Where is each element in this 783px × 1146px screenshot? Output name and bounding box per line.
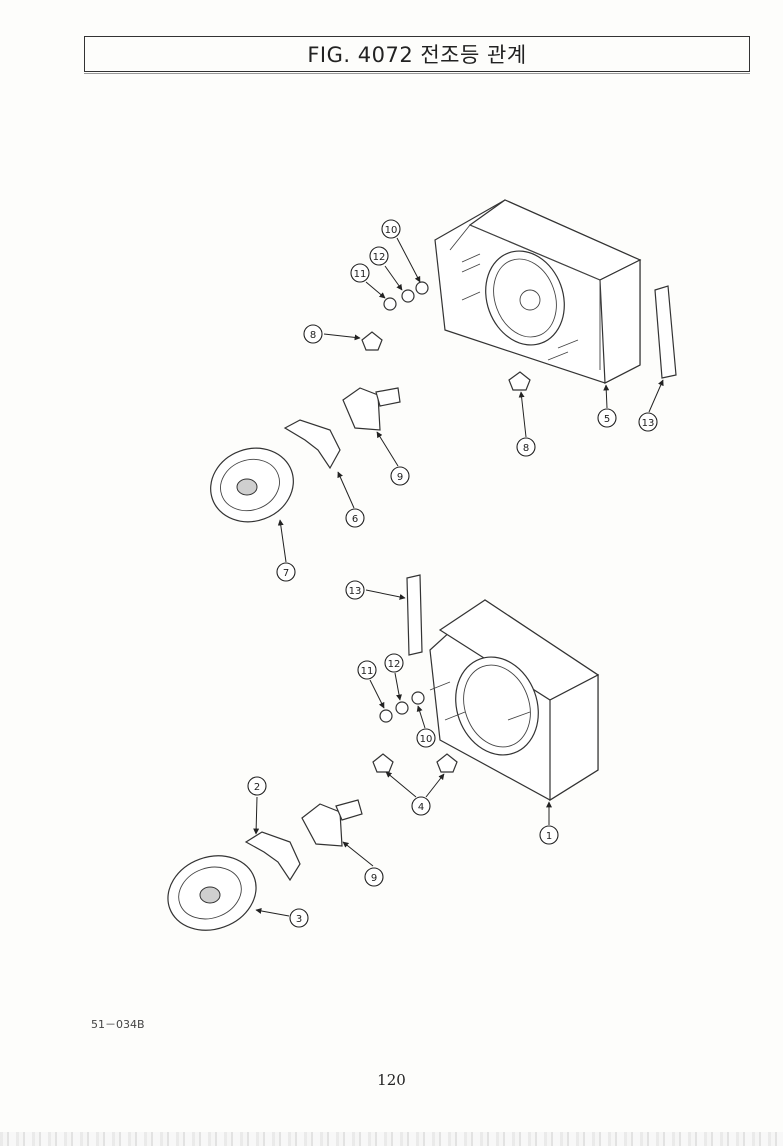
callout-9-upper: 9 — [390, 466, 410, 486]
svg-text:8: 8 — [310, 330, 316, 341]
svg-text:12: 12 — [373, 252, 386, 263]
svg-text:13: 13 — [642, 418, 655, 429]
lower-clip-left — [372, 753, 394, 773]
callout-10-upper: 10 — [381, 219, 401, 239]
callout-2: 2 — [247, 776, 267, 796]
upper-nut-washers — [383, 281, 429, 311]
svg-text:4: 4 — [418, 802, 424, 813]
svg-text:2: 2 — [254, 782, 260, 793]
callout-6: 6 — [345, 508, 365, 528]
leader-lines — [253, 237, 664, 917]
callout-8-right: 8 — [516, 437, 536, 457]
upper-headlamp-housing — [434, 199, 642, 384]
callout-11-lower: 11 — [357, 660, 377, 680]
svg-text:11: 11 — [361, 666, 374, 677]
upper-lens-seal — [654, 285, 677, 379]
svg-text:11: 11 — [354, 269, 367, 280]
svg-text:10: 10 — [385, 225, 398, 236]
title-underline — [84, 73, 750, 74]
lower-lens-seal — [406, 574, 423, 656]
lower-spring-clip — [244, 831, 301, 882]
upper-reflector-ring — [210, 447, 294, 523]
scan-artifact-strip — [0, 1132, 783, 1146]
svg-text:8: 8 — [523, 443, 529, 454]
callout-8-left: 8 — [303, 324, 323, 344]
svg-text:7: 7 — [283, 568, 289, 579]
callout-7: 7 — [276, 562, 296, 582]
upper-clip-right — [508, 371, 531, 391]
page-number: 120 — [377, 1071, 406, 1089]
svg-text:13: 13 — [349, 586, 362, 597]
callout-12-lower: 12 — [384, 653, 404, 673]
lower-bulb — [301, 799, 363, 847]
upper-spring-clip — [283, 419, 341, 470]
callout-5: 5 — [597, 408, 617, 428]
upper-clip-left — [361, 331, 383, 351]
svg-text:9: 9 — [397, 472, 403, 483]
upper-bulb — [342, 387, 401, 431]
figure-title: FIG. 4072 전조등 관계 — [84, 36, 750, 72]
lower-headlamp-housing — [429, 599, 600, 802]
lower-clip-right — [436, 753, 458, 773]
callout-13-upper: 13 — [638, 412, 658, 432]
lower-reflector-ring — [167, 855, 257, 931]
callout-13-lower: 13 — [345, 580, 365, 600]
callout-10-lower: 10 — [416, 728, 436, 748]
svg-text:10: 10 — [420, 734, 433, 745]
svg-text:6: 6 — [352, 514, 358, 525]
lower-nut-washers — [379, 691, 425, 723]
svg-text:9: 9 — [371, 873, 377, 884]
svg-text:1: 1 — [546, 831, 552, 842]
svg-text:3: 3 — [296, 914, 302, 925]
svg-text:12: 12 — [388, 659, 401, 670]
callout-11-upper: 11 — [350, 263, 370, 283]
document-number: 51－034B — [91, 1018, 145, 1031]
svg-text:5: 5 — [604, 414, 610, 425]
callout-12-upper: 12 — [369, 246, 389, 266]
callout-4: 4 — [411, 796, 431, 816]
callout-3: 3 — [289, 908, 309, 928]
callout-9-lower: 9 — [364, 867, 384, 887]
callout-1: 1 — [539, 825, 559, 845]
